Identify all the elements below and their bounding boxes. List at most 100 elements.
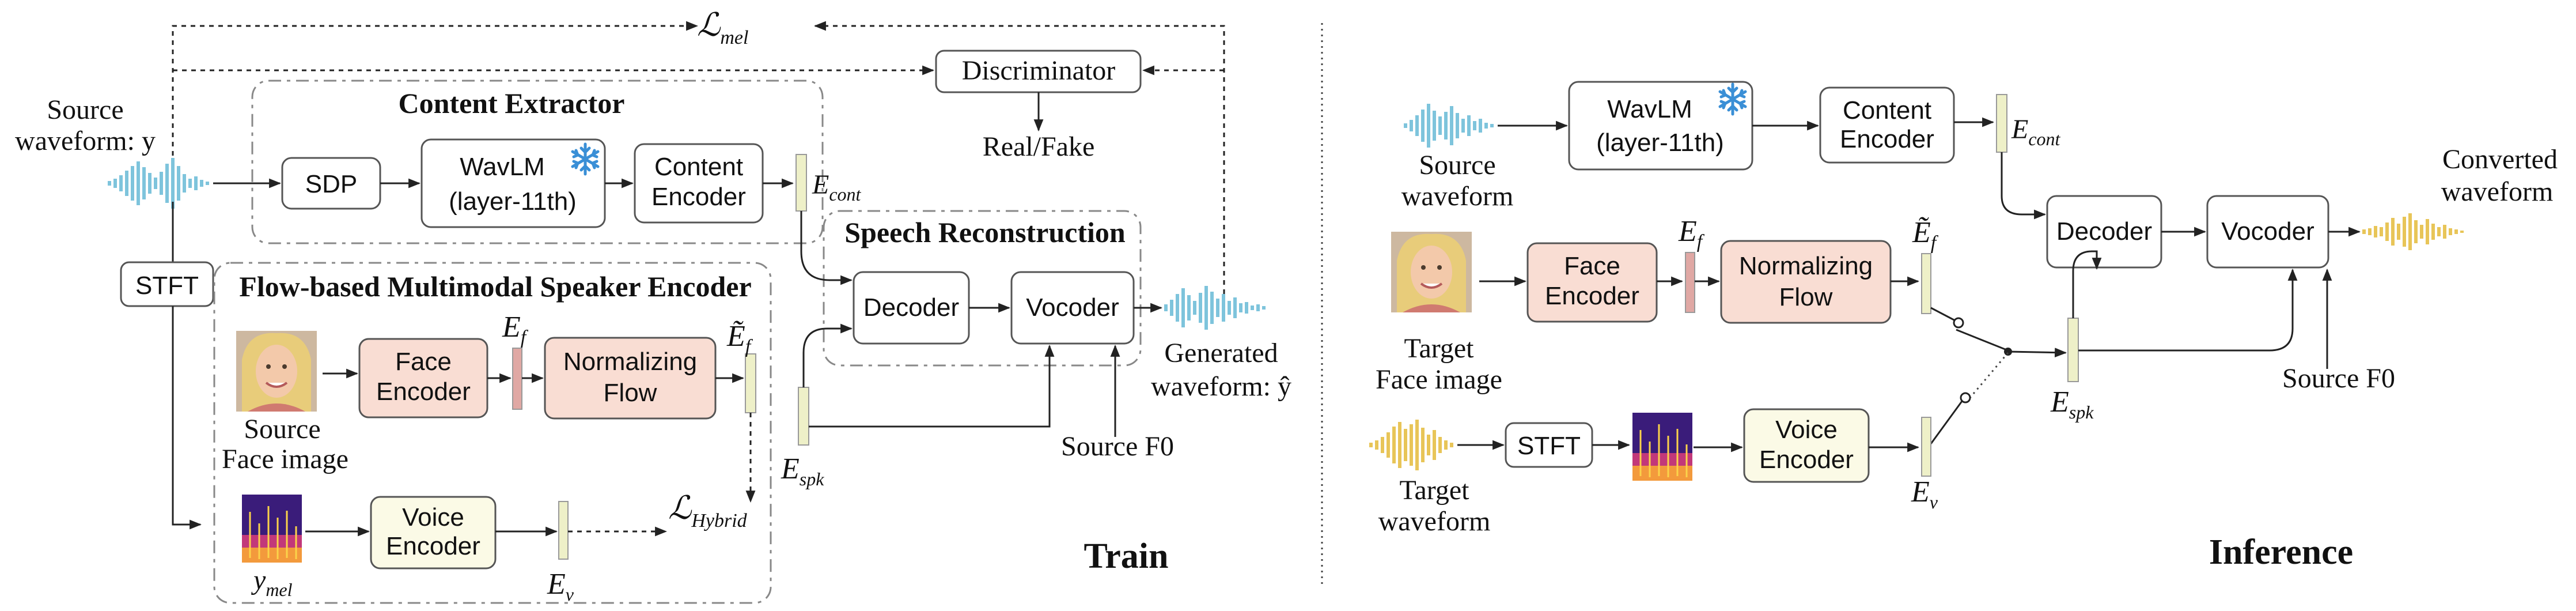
inference-source-waveform-line1: Source <box>1419 150 1495 180</box>
train-content-encoder-line1: Content <box>654 153 743 181</box>
inference-stft-label: STFT <box>1517 432 1581 460</box>
switch-stub-top <box>1930 307 1956 322</box>
espk-to-decoder-arrow <box>802 323 853 387</box>
espk-to-vocoder-arrow <box>809 344 1055 428</box>
switch-contact-face <box>1953 317 1964 329</box>
inference-normalizing-flow-line2: Flow <box>1779 283 1833 311</box>
inference-section-title: Inference <box>2209 533 2353 572</box>
content-extractor-group <box>251 80 824 244</box>
inference-econt-label: Econt <box>2011 114 2061 149</box>
train-wavlm-line2: (layer-11th) <box>449 187 577 216</box>
inference-face-encoder-line1: Face <box>1564 252 1620 280</box>
train-wavlm-line1: WavLM <box>460 153 545 181</box>
train-econt-embedding <box>795 154 807 212</box>
converted-waveform-line2: waveform <box>2441 176 2554 207</box>
train-stft-box <box>120 261 214 307</box>
inference-decoder-label: Decoder <box>2056 217 2152 246</box>
inference-normalizing-flow-line1: Normalizing <box>1739 252 1873 280</box>
inference-content-encoder-line1: Content <box>1843 96 1931 125</box>
train-source-f0-label: Source F0 <box>1061 431 1174 462</box>
converted-waveform-line1: Converted <box>2442 144 2558 175</box>
train-espk-embedding <box>798 387 809 446</box>
train-normalizing-flow-line2: Flow <box>604 379 657 407</box>
inference-ev-embedding <box>1921 417 1931 477</box>
train-ef-embedding <box>512 348 522 410</box>
train-voice-encoder-line1: Voice <box>402 503 464 531</box>
inf-espk-up-line <box>2072 250 2093 318</box>
inf-econt-to-decoder-arrow <box>2001 152 2047 220</box>
train-ev-embedding <box>558 501 569 560</box>
train-stft-label: STFT <box>135 271 199 300</box>
generated-waveform-line2: waveform: ŷ <box>1151 371 1291 402</box>
train-spectrogram-icon <box>241 493 303 564</box>
inference-section: Source waveform WavLM (layer-11th) Conte… <box>1369 81 2558 572</box>
train-eftilde-label: Ẽf <box>726 320 753 357</box>
inference-econt-embedding <box>1996 94 2007 153</box>
inference-spectrogram-icon <box>1631 412 1694 482</box>
inference-eftilde-label: Ẽf <box>1912 216 1939 254</box>
inference-source-f0-label: Source F0 <box>2282 363 2395 394</box>
speech-reconstruction-group <box>823 210 1142 367</box>
train-econt-label: Econt <box>812 169 862 205</box>
content-extractor-title: Content Extractor <box>399 87 625 119</box>
mel-loss-label: ℒmel <box>697 7 748 48</box>
train-source-waveform-icon <box>108 158 209 209</box>
train-section: ℒmel Discriminator Real/Fake Source wave… <box>15 7 1291 605</box>
inference-eftilde-embedding <box>1921 253 1931 314</box>
inference-espk-embedding <box>2067 318 2079 382</box>
econt-to-decoder-arrow <box>800 211 853 285</box>
target-waveform-line1: Target <box>1399 475 1469 506</box>
train-section-title: Train <box>1084 537 1169 576</box>
mel-loss-line-left <box>172 21 699 202</box>
train-ef-label: Ef <box>502 311 529 348</box>
target-face-line2: Face image <box>1376 364 1502 395</box>
real-fake-label: Real/Fake <box>983 131 1095 162</box>
inference-wavlm-line1: WavLM <box>1607 95 1692 123</box>
flow-speaker-encoder-group <box>213 262 772 604</box>
stft-to-mel-arrow <box>172 306 202 530</box>
inference-voice-encoder-box <box>1743 408 1870 483</box>
inf-espk-to-vocoder-arrow <box>2078 268 2298 352</box>
inference-content-encoder-line2: Encoder <box>1840 125 1934 153</box>
train-source-waveform-line2: waveform: y <box>15 126 156 156</box>
inference-face-photo-icon <box>1390 231 1473 314</box>
discriminator-label: Discriminator <box>962 55 1116 86</box>
train-face-encoder-line2: Encoder <box>376 378 471 406</box>
hybrid-loss-label: ℒHybrid <box>668 491 748 531</box>
switch-to-espk-arrow <box>2007 348 2067 358</box>
train-normalizing-flow-line1: Normalizing <box>563 348 697 376</box>
flow-speaker-encoder-title: Flow-based Multimodal Speaker Encoder <box>239 270 751 303</box>
inference-vocoder-label: Vocoder <box>2221 217 2314 246</box>
train-voice-encoder-line2: Encoder <box>386 532 480 560</box>
inference-espk-label: Espk <box>2050 386 2094 423</box>
inference-ef-embedding <box>1685 252 1695 313</box>
speech-reconstruction-title: Speech Reconstruction <box>844 216 1126 248</box>
train-eftilde-embedding <box>745 353 756 413</box>
target-waveform-line2: waveform <box>1378 506 1491 537</box>
switch-stub-bottom <box>1930 401 1963 444</box>
inference-face-encoder-line2: Encoder <box>1545 282 1639 310</box>
inference-ef-label: Ef <box>1678 215 1705 252</box>
generated-waveform-line1: Generated <box>1164 338 1278 368</box>
inference-source-waveform-line2: waveform <box>1401 181 1514 212</box>
train-decoder-label: Decoder <box>863 293 959 322</box>
converted-waveform-icon <box>2362 213 2464 250</box>
mel-loss-line-right <box>813 21 1225 294</box>
train-ev-label: Ev <box>547 568 574 605</box>
inference-content-encoder-box <box>1819 86 1955 164</box>
inference-voice-encoder-line1: Voice <box>1775 416 1838 444</box>
inference-wavlm-line2: (layer-11th) <box>1596 129 1724 157</box>
switch-lever <box>1956 329 2009 352</box>
train-face-photo-icon <box>235 330 318 413</box>
sdp-label: SDP <box>305 170 357 198</box>
target-waveform-icon <box>1369 420 1453 470</box>
train-source-face-line1: Source <box>244 414 320 444</box>
train-ymel-label: ymel <box>251 565 293 600</box>
train-source-face-line2: Face image <box>222 444 348 474</box>
inf-espk-to-decoder-arrow <box>2092 250 2102 270</box>
switch-contact-voice <box>1960 392 1971 403</box>
switch-dotted-path <box>1969 352 2009 398</box>
train-voice-encoder-box <box>370 496 497 569</box>
